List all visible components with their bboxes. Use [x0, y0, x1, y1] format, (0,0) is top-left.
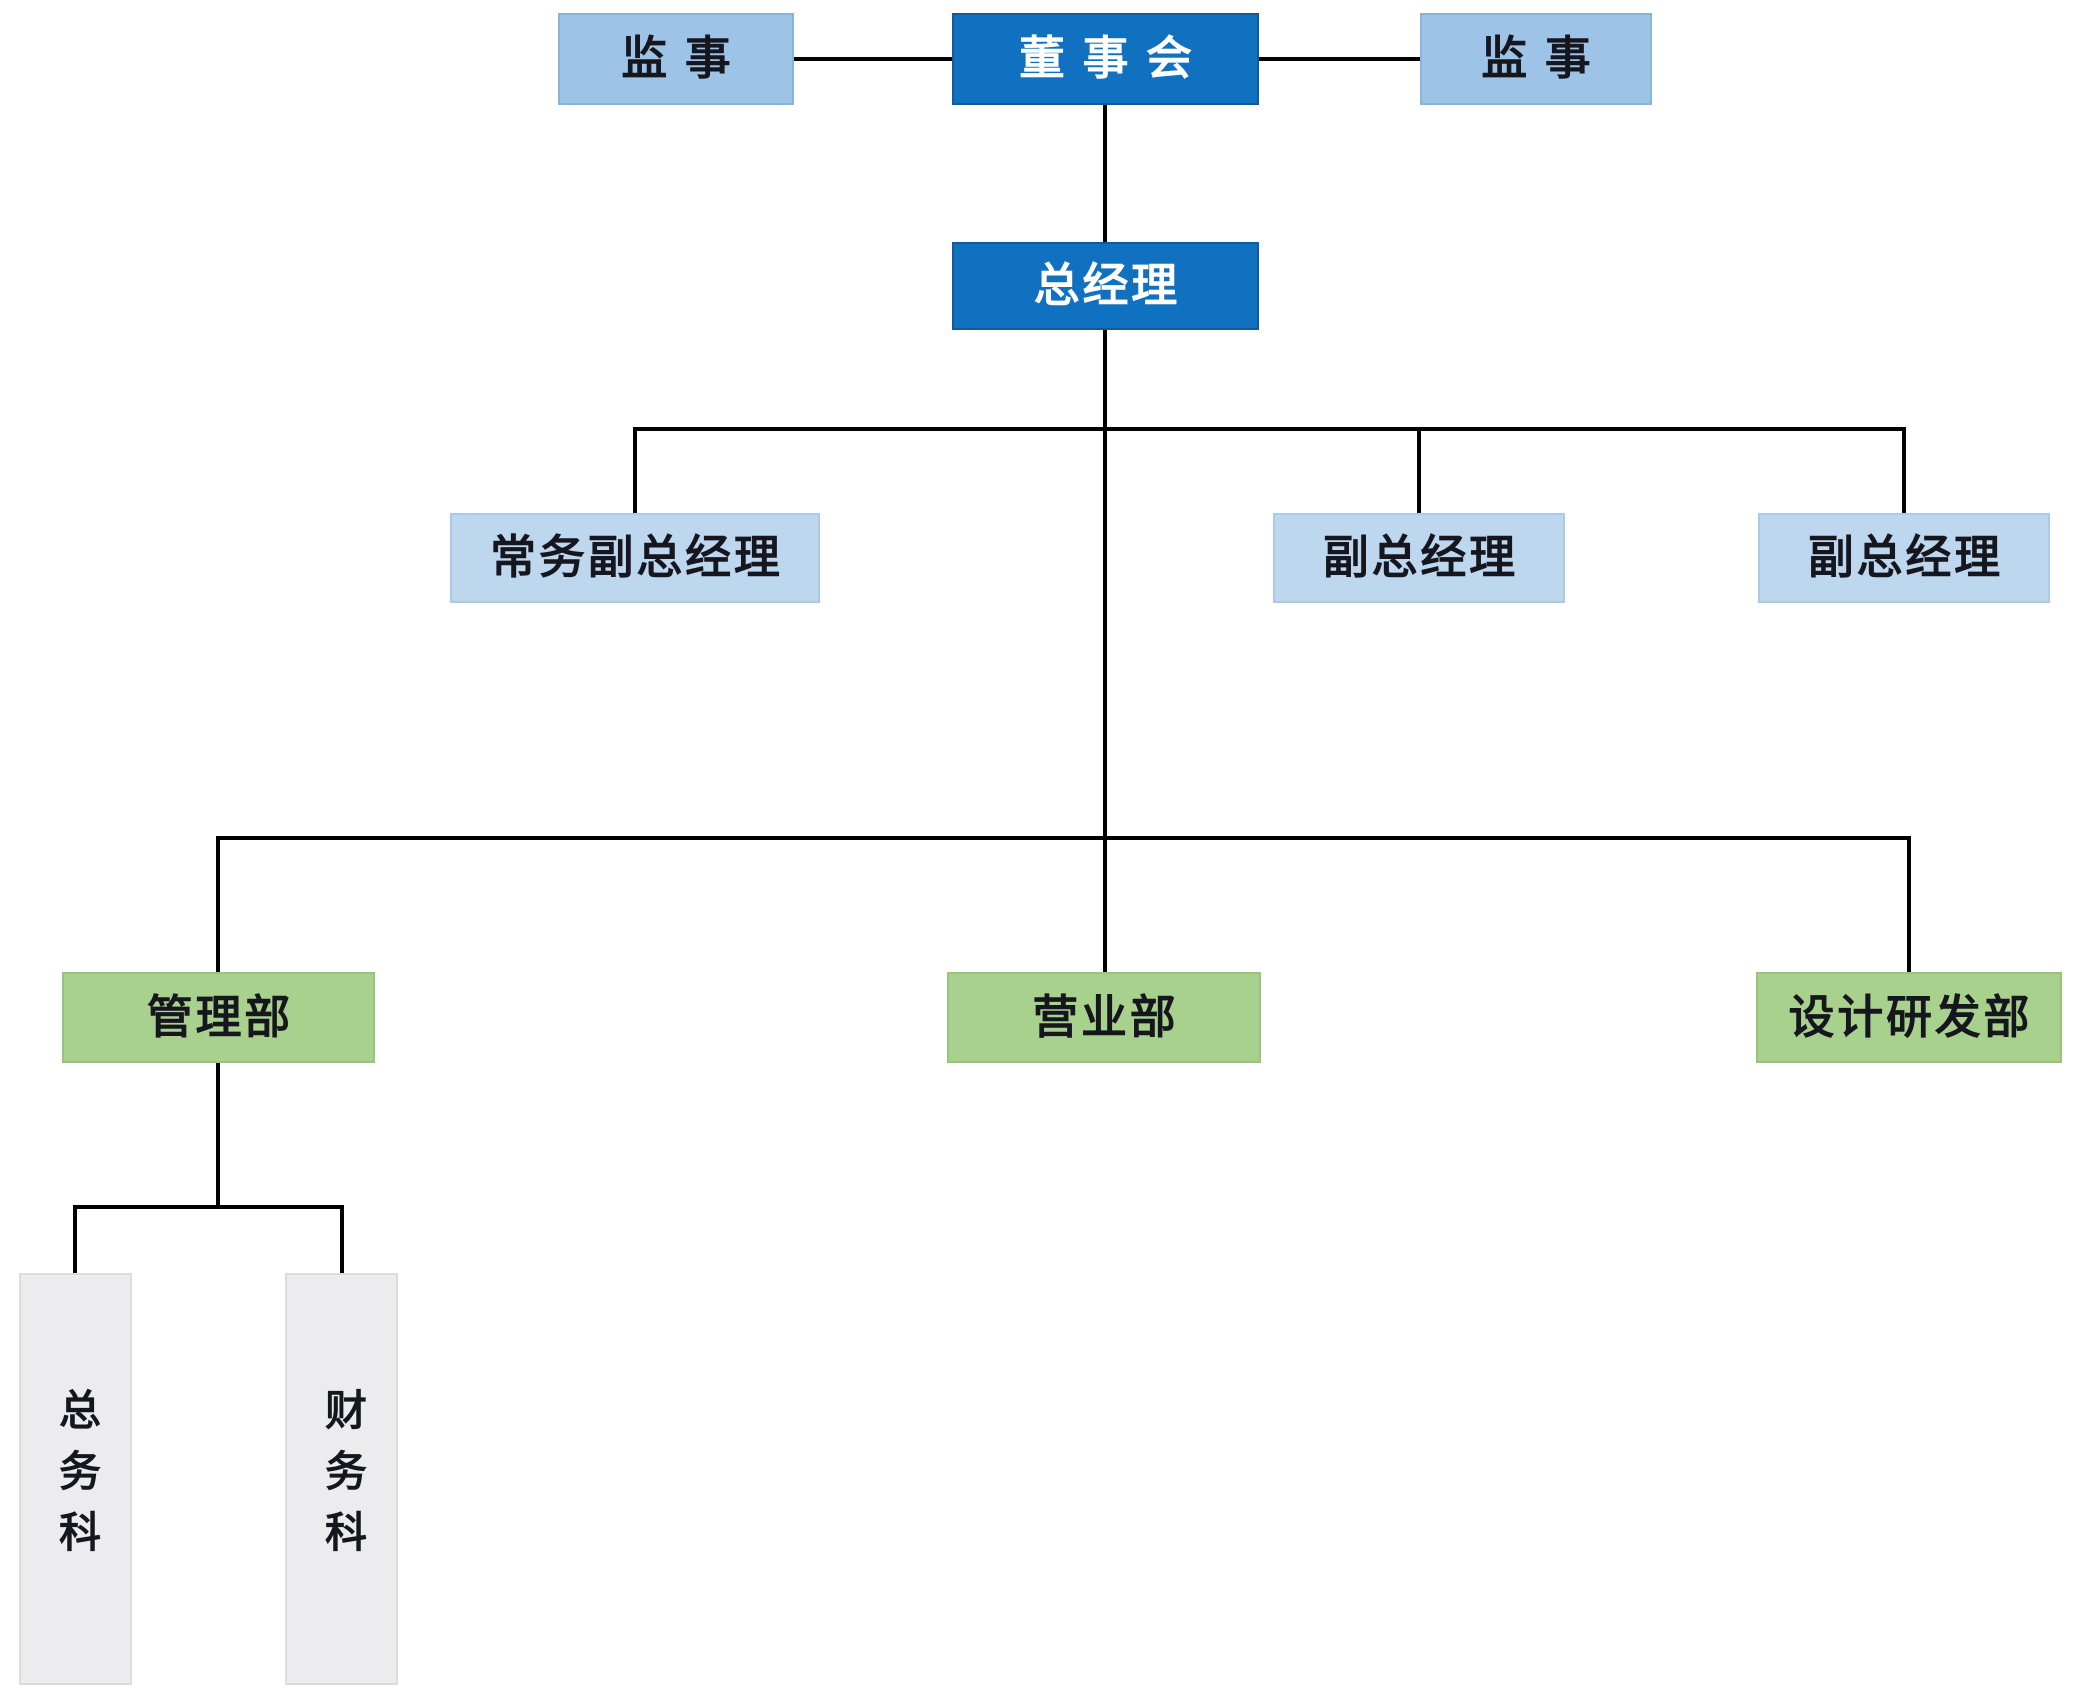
connector-board-supervisor-right [1259, 57, 1420, 61]
node-board-label: 董事会 [1019, 33, 1210, 84]
node-general-affairs-section-label: 总务科 [52, 1387, 99, 1571]
node-board: 董事会 [952, 13, 1259, 105]
node-sales-dept: 营业部 [947, 972, 1261, 1063]
connector-bus-level4 [216, 836, 1911, 840]
connector-drop-management-dept [216, 836, 220, 974]
node-deputy-gm-2: 副总经理 [1758, 513, 2050, 603]
connector-board-general-manager [1103, 105, 1107, 242]
node-supervisor-right-label: 监事 [1481, 33, 1609, 84]
node-design-rd-dept-label: 设计研发部 [1788, 991, 2033, 1043]
connector-bus-level3 [633, 427, 1906, 431]
node-deputy-gm-2-label: 副总经理 [1807, 532, 2003, 583]
connector-drop-deputy-gm-1 [1417, 427, 1421, 515]
node-executive-deputy-gm-label: 常务副总经理 [490, 532, 783, 583]
connector-drop-executive-deputy-gm [633, 427, 637, 515]
node-general-affairs-section: 总务科 [19, 1273, 132, 1685]
connector-drop-design-rd-dept [1907, 836, 1911, 974]
node-supervisor-left-label: 监事 [621, 33, 749, 84]
node-general-manager: 总经理 [952, 242, 1259, 330]
node-supervisor-right: 监事 [1420, 13, 1652, 105]
connector-supervisor-left-board [794, 57, 952, 61]
node-finance-section-label: 财务科 [318, 1387, 365, 1571]
node-general-manager-label: 总经理 [1033, 260, 1181, 311]
node-management-dept-label: 管理部 [146, 991, 294, 1043]
node-finance-section: 财务科 [285, 1273, 398, 1685]
node-deputy-gm-1-label: 副总经理 [1322, 532, 1518, 583]
connector-bus-level5 [73, 1205, 344, 1209]
node-sales-dept-label: 营业部 [1032, 991, 1179, 1043]
node-executive-deputy-gm: 常务副总经理 [450, 513, 820, 603]
node-deputy-gm-1: 副总经理 [1273, 513, 1565, 603]
connector-drop-finance [340, 1205, 344, 1275]
connector-drop-deputy-gm-2 [1902, 427, 1906, 515]
connector-drop-general-affairs [73, 1205, 77, 1275]
connector-spine-general-manager [1103, 330, 1107, 974]
node-management-dept: 管理部 [62, 972, 375, 1063]
node-supervisor-left: 监事 [558, 13, 794, 105]
connector-management-dept-bus [216, 1063, 220, 1209]
node-design-rd-dept: 设计研发部 [1756, 972, 2062, 1063]
